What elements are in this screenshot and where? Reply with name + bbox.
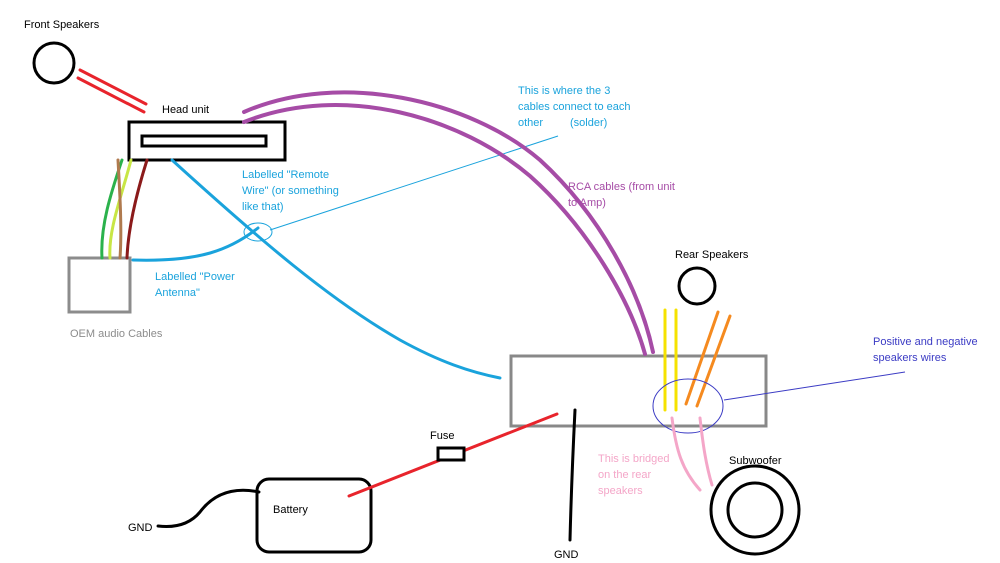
rca-cables <box>242 90 655 356</box>
front-speaker-wires <box>76 68 148 114</box>
power-antenna-label-line-2: Antenna" <box>155 287 200 299</box>
front-speakers-label: Front Speakers <box>24 19 100 31</box>
subwoofer-label: Subwoofer <box>729 455 782 467</box>
rca-label-line-2: to Amp) <box>568 197 606 209</box>
rear-speaker-wires <box>663 308 732 412</box>
subwoofer-bridge-wires <box>670 416 714 492</box>
front-speaker <box>32 41 76 85</box>
amp-gnd-label: GND <box>554 549 579 561</box>
bridged-label-line-2: on the rear <box>598 469 652 481</box>
pos-neg-label-line-2: speakers wires <box>873 352 947 364</box>
rca-label-line-1: RCA cables (from unit <box>568 181 675 193</box>
remote-wire-label-line-2: Wire" (or something <box>242 185 339 197</box>
oem-wire-bundle <box>100 158 149 260</box>
pos-neg-label-line-1: Positive and negative <box>873 336 978 348</box>
rear-speaker <box>677 266 717 306</box>
subwoofer <box>709 464 801 556</box>
bridged-label-line-1: This is bridged <box>598 453 670 465</box>
remote-wire-label-line-1: Labelled "Remote <box>242 169 329 181</box>
power-antenna-wire <box>131 226 260 262</box>
solder-note-line-3b: (solder) <box>570 117 607 129</box>
remote-wire <box>170 158 502 380</box>
rear-speakers-label: Rear Speakers <box>675 249 749 261</box>
battery-ground-wire <box>156 488 261 528</box>
head-unit <box>127 120 287 162</box>
bridged-label-line-3: speakers <box>598 485 643 497</box>
solder-junction <box>243 222 273 242</box>
remote-wire-label-line-3: like that) <box>242 201 284 213</box>
solder-note-line-1: This is where the 3 <box>518 85 610 97</box>
head-unit-label: Head unit <box>162 104 209 116</box>
solder-note-line-3a: other <box>518 117 543 129</box>
oem-cables-label: OEM audio Cables <box>70 328 163 340</box>
amp-ground-wire <box>568 408 577 542</box>
battery-label: Battery <box>273 504 308 516</box>
oem-audio-cables-box <box>67 256 132 314</box>
solder-note-line-2: cables connect to each <box>518 101 631 113</box>
speaker-wire-junction <box>652 378 724 434</box>
fuse <box>436 446 466 462</box>
pos-neg-callout-line <box>723 371 906 401</box>
fuse-label: Fuse <box>430 430 454 442</box>
power-antenna-label-line-1: Labelled "Power <box>155 271 235 283</box>
solder-callout-line <box>269 135 559 231</box>
battery-gnd-label: GND <box>128 522 153 534</box>
battery <box>255 477 373 554</box>
